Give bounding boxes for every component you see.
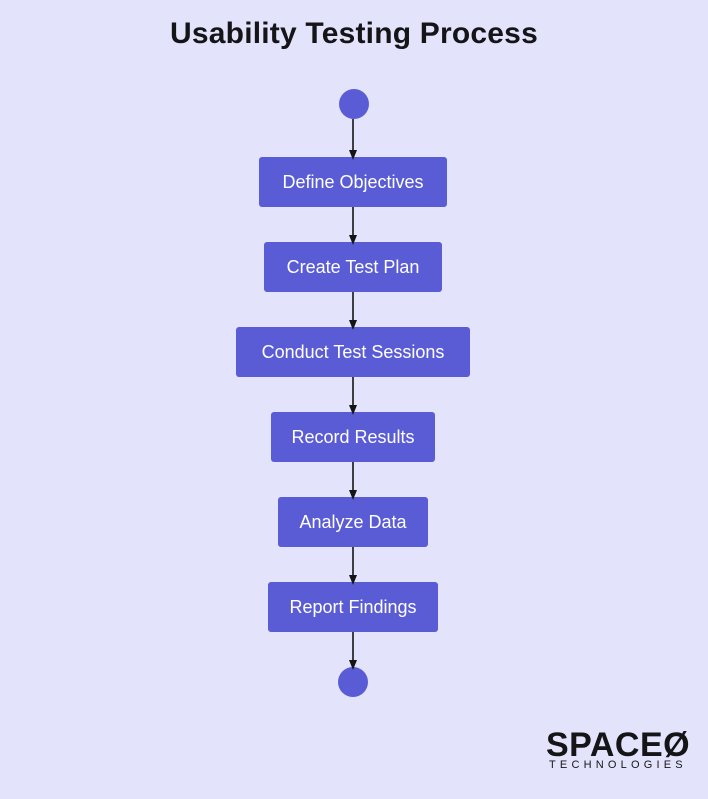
- step-report-findings: Report Findings: [268, 582, 438, 632]
- start-node: [339, 89, 369, 119]
- step-record-results: Record Results: [271, 412, 435, 462]
- end-node: [338, 667, 368, 697]
- step-create-test-plan: Create Test Plan: [264, 242, 442, 292]
- logo-subtitle: TECHNOLOGIES: [549, 759, 687, 771]
- logo-wordmark: SPACEØ: [546, 726, 691, 764]
- step-define-objectives: Define Objectives: [259, 157, 447, 207]
- step-conduct-test-sessions: Conduct Test Sessions: [236, 327, 470, 377]
- page-title: Usability Testing Process: [170, 17, 538, 50]
- space-o-logo: SPACEØ TECHNOLOGIES: [546, 728, 694, 776]
- step-analyze-data: Analyze Data: [278, 497, 428, 547]
